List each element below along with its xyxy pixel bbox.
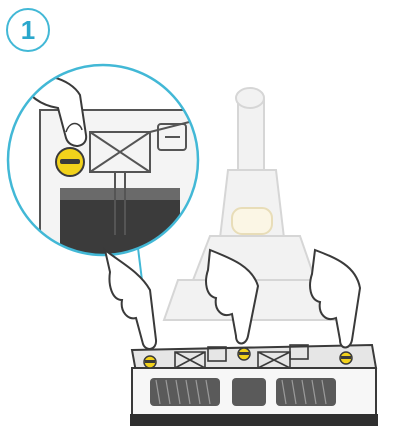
hand-left	[105, 250, 156, 349]
screw-left-icon	[144, 356, 156, 368]
brush-bars	[150, 378, 336, 406]
screw-right-icon	[340, 352, 352, 364]
hand-right	[310, 250, 360, 348]
screw-middle-icon	[238, 348, 250, 360]
